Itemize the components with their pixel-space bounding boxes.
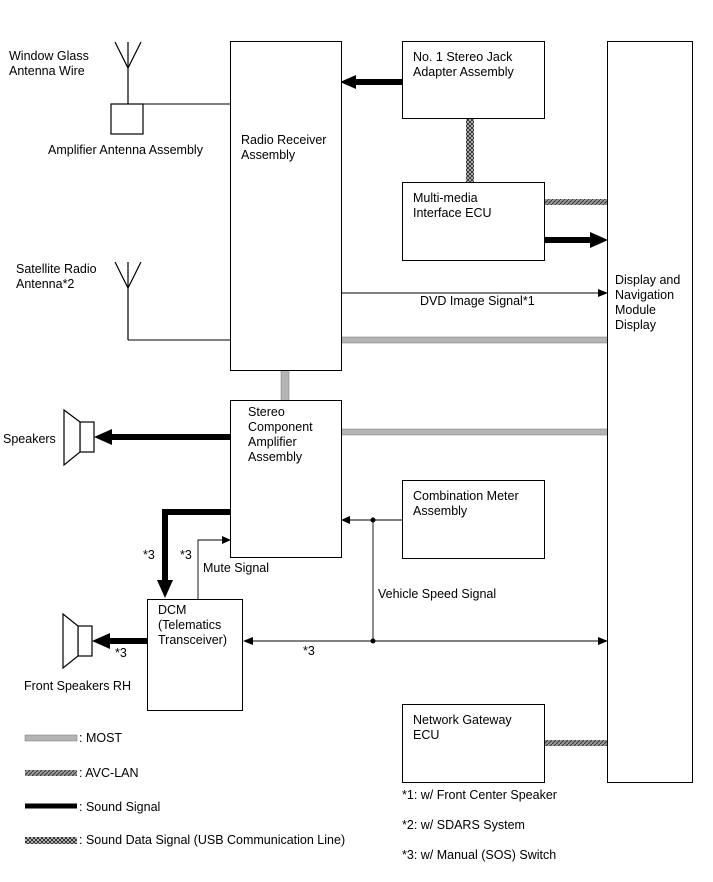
front-speakers-rh-label: Front Speakers RH — [24, 679, 131, 693]
legend-sound-signal-label: : Sound Signal — [79, 800, 161, 814]
radio-receiver-box: Radio Receiver Assembly — [230, 41, 342, 371]
dcm-line-3: Transceiver) — [158, 633, 227, 647]
display-module-line-3: Module — [615, 303, 656, 317]
amp-to-dcm-sound-arrow — [157, 580, 173, 598]
display-module-line-4: Display — [615, 318, 656, 332]
speakers-sound-arrow — [94, 429, 112, 445]
note3-label-front-speaker: *3 — [115, 646, 127, 660]
amplifier-antenna-box — [110, 103, 144, 135]
display-navigation-module-box: Display and Navigation Module Display — [607, 41, 693, 783]
network-gateway-ecu-box: Network Gateway ECU — [402, 704, 545, 783]
display-module-line-2: Navigation — [615, 288, 675, 302]
dcm-line-1: DCM — [158, 603, 187, 617]
legend-avc-lan-symbol — [25, 770, 77, 776]
combination-meter-line-2: Assembly — [413, 504, 468, 518]
dcm-display-arrow-right — [598, 637, 608, 645]
multimedia-ecu-line-2: Interface ECU — [413, 206, 492, 220]
stereo-jack-adapter-box: No. 1 Stereo Jack Adapter Assembly — [402, 41, 545, 119]
satellite-radio-antenna-icon — [114, 261, 142, 340]
network-gateway-line-1: Network Gateway — [413, 713, 512, 727]
stereo-jack-line-1: No. 1 Stereo Jack — [413, 50, 513, 64]
front-speakers-icon — [62, 612, 93, 670]
speakers-label: Speakers — [3, 432, 56, 446]
multimedia-interface-ecu-box: Multi-media Interface ECU — [402, 182, 545, 261]
stereo-component-amplifier-box: Stereo Component Amplifier Assembly — [230, 400, 342, 558]
note3-label-dcm-display: *3 — [303, 644, 315, 658]
stereo-jack-sound-arrow — [340, 75, 356, 89]
footnote-2: *2: w/ SDARS System — [402, 818, 525, 832]
dvd-image-signal-arrow — [598, 289, 608, 297]
mute-signal-line — [197, 539, 225, 600]
most-radio-to-amp — [280, 369, 290, 402]
network-gateway-line-2: ECU — [413, 728, 440, 742]
satellite-label-line-1: Satellite Radio — [16, 262, 97, 276]
vehicle-speed-signal-label: Vehicle Speed Signal — [378, 587, 497, 601]
window-antenna-label-line-1: Window Glass — [9, 49, 89, 63]
most-amp-to-display — [340, 428, 609, 436]
combination-meter-line-1: Combination Meter — [413, 489, 519, 503]
footnote-1: *1: w/ Front Center Speaker — [402, 788, 557, 802]
dcm-display-arrow-left — [243, 637, 253, 645]
stereo-amp-line-3: Amplifier — [248, 435, 297, 449]
combination-meter-box: Combination Meter Assembly — [402, 480, 545, 559]
stereo-amp-line-2: Component — [248, 420, 313, 434]
stereo-amp-line-4: Assembly — [248, 450, 303, 464]
front-speakers-sound-arrow — [92, 633, 110, 649]
note3-label-left: *3 — [143, 548, 155, 562]
window-glass-antenna-icon — [114, 41, 142, 104]
most-radio-to-display — [340, 336, 609, 344]
legend-usb-label: : Sound Data Signal (USB Communication L… — [79, 833, 346, 847]
note3-label-mute: *3 — [180, 548, 192, 562]
avc-lan-gateway-to-display — [544, 740, 608, 746]
footnote-3: *3: w/ Manual (SOS) Switch — [402, 848, 557, 862]
amp-to-dcm-sound-line — [162, 509, 231, 582]
legend-most-label: : MOST — [79, 731, 123, 745]
amplifier-antenna-label: Amplifier Antenna Assembly — [48, 143, 203, 157]
satellite-radio-antenna-label: Satellite Radio Antenna*2 — [16, 262, 97, 292]
vehicle-speed-arrow-amp — [341, 516, 350, 524]
dcm-telematics-box: DCM (Telematics Transceiver) — [147, 599, 243, 711]
satellite-label-line-2: Antenna*2 — [16, 277, 75, 291]
radio-receiver-line-1: Radio Receiver — [241, 133, 327, 147]
stereo-amp-line-1: Stereo — [248, 405, 285, 419]
legend-usb-symbol — [25, 837, 77, 844]
mute-signal-arrow — [222, 536, 231, 544]
display-module-line-1: Display and — [615, 273, 681, 287]
legend-most-symbol — [24, 734, 78, 742]
mute-signal-label: Mute Signal — [203, 561, 270, 575]
speakers-icon — [63, 408, 95, 467]
stereo-jack-line-2: Adapter Assembly — [413, 65, 514, 79]
radio-receiver-line-2: Assembly — [241, 148, 296, 162]
window-glass-antenna-label: Window Glass Antenna Wire — [9, 49, 89, 79]
dcm-line-2: (Telematics — [158, 618, 222, 632]
legend-avc-lan-label: : AVC-LAN — [79, 766, 139, 780]
dvd-image-signal-label: DVD Image Signal*1 — [420, 294, 535, 308]
usb-line-jack-to-multimedia — [466, 118, 474, 182]
window-antenna-label-line-2: Antenna Wire — [9, 64, 85, 78]
multimedia-ecu-line-1: Multi-media — [413, 191, 478, 205]
avc-lan-multimedia-to-display — [544, 199, 608, 205]
multimedia-sound-arrow — [590, 232, 608, 248]
vehicle-speed-junction-top — [370, 517, 376, 523]
